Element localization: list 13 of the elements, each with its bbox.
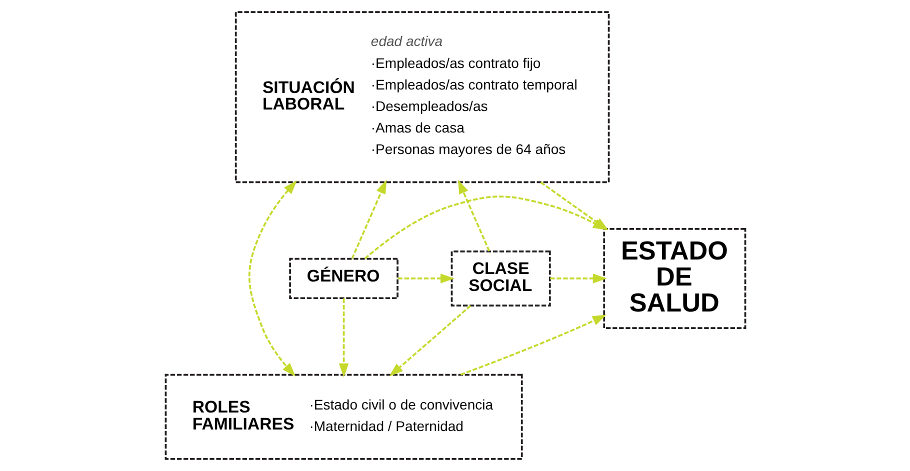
- arrow: [397, 274, 454, 284]
- arrow: [248, 180, 297, 377]
- node-box: CLASE SOCIAL: [450, 250, 550, 307]
- node-box: ROLES FAMILIARES ·Estado civil o de convivencia ·Maternidad / Paternidad: [164, 374, 522, 460]
- node-box: SITUACIÓN LABORAL edad activa ·Empleados/as contrato fijo ·Empleados/as contrato temporal ·Desempleados/as ·Amas de casa ·Personas mayores de 64 años: [234, 11, 610, 184]
- arrow: [350, 180, 386, 260]
- node-box: ESTADO DE SALUD: [602, 228, 746, 329]
- node-box: GÉNERO: [288, 258, 398, 300]
- arrow: [460, 314, 606, 376]
- arrow: [338, 298, 348, 378]
- arrow: [458, 180, 490, 252]
- arrow: [388, 305, 471, 376]
- arrow: [550, 274, 606, 284]
